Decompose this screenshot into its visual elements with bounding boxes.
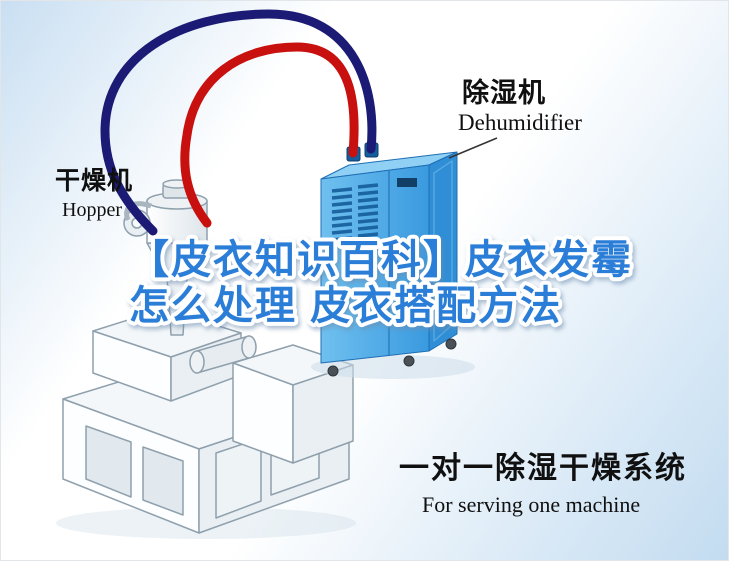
- title-overlay: 【皮衣知识百科】皮衣发霉 怎么处理 皮衣搭配方法: [125, 234, 635, 332]
- return-air-pipe: [100, 9, 377, 236]
- vent-louvers: [331, 183, 379, 242]
- dehumidifier-machine: [311, 142, 475, 379]
- casters: [327, 338, 457, 377]
- supply-air-pipe: [180, 42, 359, 228]
- dehumidifier-shadow: [311, 355, 475, 379]
- control-panel: [397, 178, 417, 187]
- dehumidifier-label-cn: 除湿机: [462, 78, 546, 108]
- title-line-1: 【皮衣知识百科】皮衣发霉: [129, 238, 633, 282]
- hopper-dryer: [123, 179, 208, 336]
- label-pointer-line: [448, 137, 498, 159]
- door-handle: [395, 249, 399, 265]
- title-line-2: 怎么处理 皮衣搭配方法: [129, 284, 562, 328]
- system-caption-en: For serving one machine: [422, 492, 641, 517]
- hopper-label-cn: 干燥机: [55, 167, 134, 195]
- dehumidifier-label-en: Dehumidifier: [458, 110, 582, 135]
- extruder-machine: [56, 308, 356, 539]
- system-caption-cn: 一对一除湿干燥系统: [399, 452, 687, 485]
- hopper-label-en: Hopper: [62, 199, 122, 221]
